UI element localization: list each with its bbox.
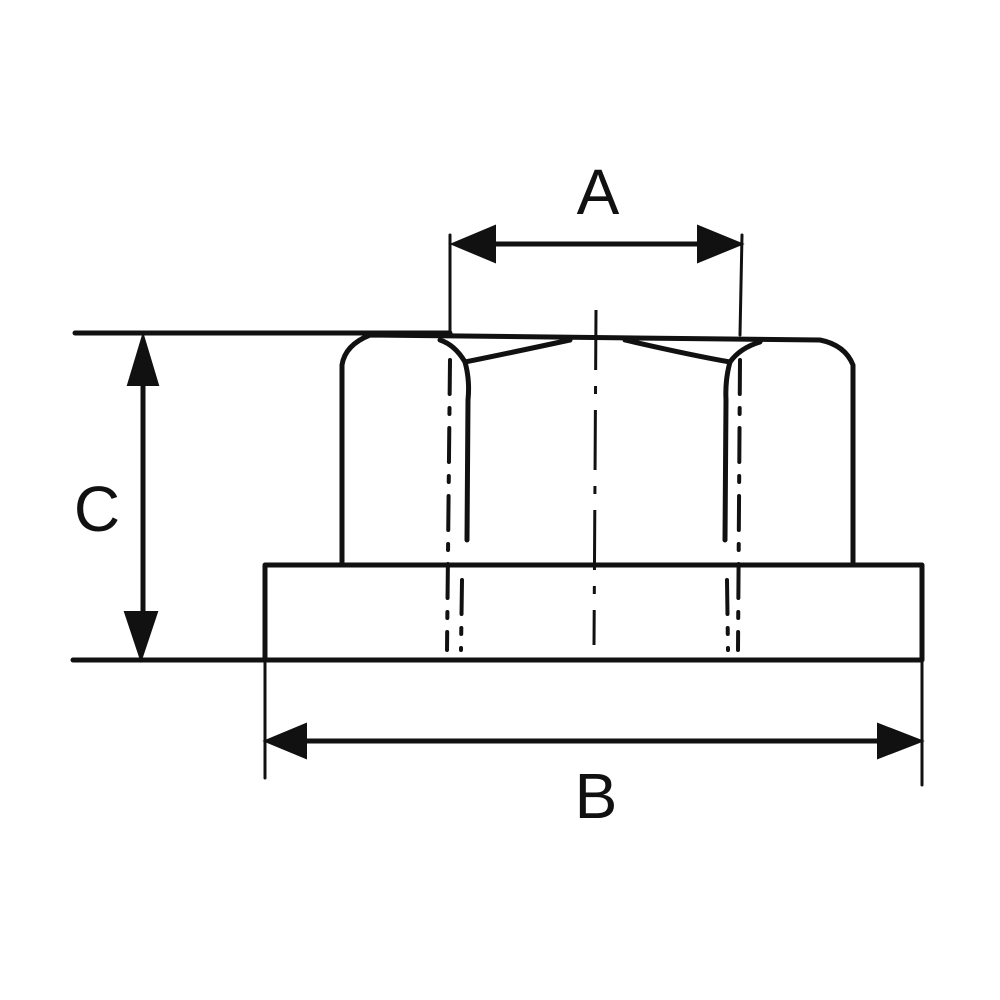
hidden-line-left — [445, 358, 452, 652]
dim-b-label: B — [575, 760, 618, 832]
hidden-line-left-inner — [459, 578, 464, 652]
hex-edge-right — [722, 359, 733, 543]
dim-a-extension-right — [738, 233, 744, 337]
dim-c-arrow-bottom — [123, 611, 159, 664]
hex-nut-body — [339, 332, 856, 565]
dim-a-arrow-left — [449, 224, 496, 264]
hidden-line-right-inner — [725, 578, 730, 652]
dim-a-arrow-right — [697, 224, 745, 264]
center-line — [592, 309, 598, 646]
dim-b-arrow-right — [877, 722, 925, 760]
dim-c-arrow-top — [126, 331, 160, 386]
hidden-line-right — [736, 358, 742, 652]
dim-c-label: C — [74, 473, 120, 545]
dim-a-label: A — [577, 156, 620, 228]
hex-edge-left — [462, 359, 472, 543]
hex-chamfer-left — [437, 337, 573, 365]
dim-b-arrow-left — [262, 722, 307, 760]
hex-chamfer-right — [622, 337, 763, 365]
